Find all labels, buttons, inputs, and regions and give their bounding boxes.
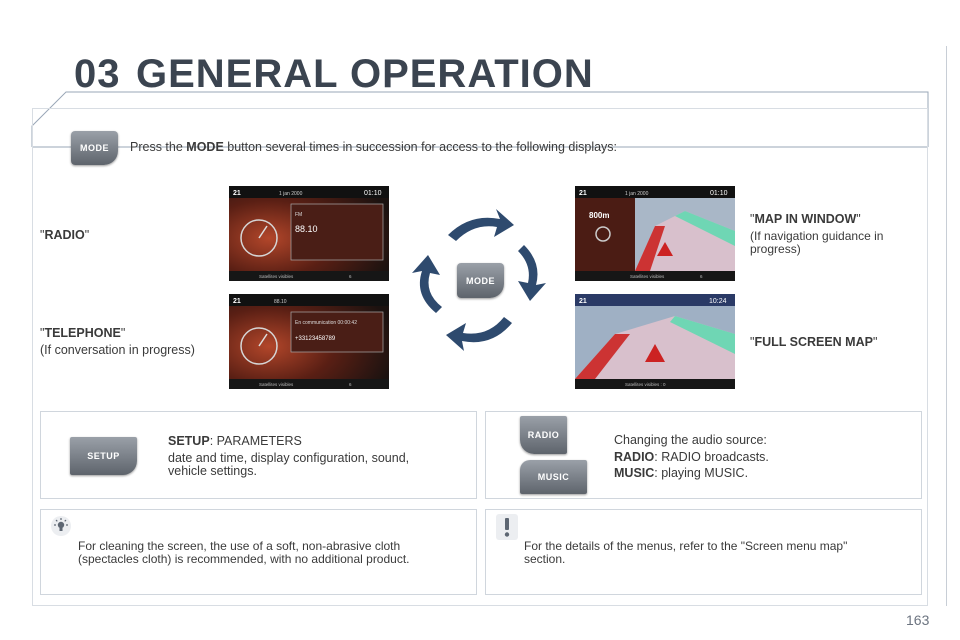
warning-text: For the details of the menus, refer to t… (524, 539, 848, 566)
setup-button-icon: SETUP (70, 437, 137, 475)
source-music-line: MUSIC: playing MUSIC. (614, 466, 749, 480)
arrow-left-icon (412, 255, 442, 313)
telephone-screen-comm: En communication 00:00:42 (295, 320, 357, 326)
map-window-count: 6 (700, 274, 703, 279)
music-button-icon: MUSIC (520, 460, 587, 494)
page-title: GENERAL OPERATION (136, 52, 594, 96)
full-map-time: 10:24 (709, 298, 727, 305)
map-window-date: 1 jan 2000 (625, 191, 649, 197)
source-heading: Changing the audio source: (614, 433, 767, 447)
radio-screen-date: 1 jan 2000 (279, 191, 303, 197)
radio-screen-time: 01:10 (364, 190, 382, 197)
mode-button-center-icon: MODE (457, 263, 504, 298)
arrow-right-icon (518, 245, 546, 301)
chapter-number: 03 (74, 52, 121, 96)
mode-button-label: MODE (80, 143, 109, 153)
content-panel (32, 108, 928, 606)
telephone-screen-count: 6 (349, 382, 352, 387)
tip-box (40, 509, 477, 595)
exclamation-icon (496, 514, 518, 540)
radio-screen-count: 6 (349, 274, 352, 279)
radio-screen-status: Satellites visibles (259, 274, 294, 279)
full-screen-map-label: "FULL SCREEN MAP" (750, 335, 878, 349)
radio-screen-band: FM (295, 212, 302, 218)
radio-screen-temp: 21 (233, 190, 241, 197)
radio-button-icon: RADIO (520, 416, 567, 454)
map-window-distance: 800m (589, 211, 609, 220)
lightbulb-icon (51, 516, 71, 536)
telephone-screen-temp: 21 (233, 298, 241, 305)
arrow-top-icon (448, 209, 514, 241)
radio-label: "RADIO" (40, 228, 90, 242)
tip-text: For cleaning the screen, the use of a so… (78, 539, 410, 566)
setup-description: date and time, display configuration, so… (168, 451, 410, 478)
map-window-label: "MAP IN WINDOW" (750, 212, 861, 226)
telephone-screen-number: +33123458789 (295, 336, 336, 342)
side-rule (946, 46, 947, 606)
full-map-temp: 21 (579, 298, 587, 305)
full-map-screen: 21 10:24 Satellites visibles : 0 (575, 294, 735, 389)
arrow-bottom-icon (446, 317, 512, 351)
map-window-status: Satellites visibles (630, 274, 665, 279)
telephone-screen: 21 88.10 En communication 00:00:42 +3312… (229, 294, 389, 389)
full-map-status: Satellites visibles : 0 (625, 382, 666, 387)
map-window-temp: 21 (579, 190, 587, 197)
warning-box (485, 509, 922, 595)
telephone-note: (If conversation in progress) (40, 343, 195, 357)
map-window-time: 01:10 (710, 190, 728, 197)
intro-text: Press the MODE button several times in s… (130, 140, 618, 154)
setup-title: SETUP: PARAMETERS (168, 434, 302, 448)
mode-button-icon: MODE (71, 131, 118, 165)
source-radio-line: RADIO: RADIO broadcasts. (614, 450, 769, 464)
map-window-screen: 21 1 jan 2000 01:10 800m Satellites visi… (575, 186, 735, 281)
telephone-screen-freq: 88.10 (274, 299, 287, 305)
telephone-screen-status: Satellites visibles (259, 382, 294, 387)
telephone-label: "TELEPHONE" (40, 326, 126, 340)
map-window-note: (If navigation guidance in progress) (750, 229, 884, 256)
radio-screen-freq: 88.10 (295, 224, 318, 234)
page-number: 163 (906, 612, 930, 628)
radio-screen: 21 1 jan 2000 01:10 FM 88.10 Satellites … (229, 186, 389, 281)
mode-cycle-arrows (412, 209, 546, 351)
